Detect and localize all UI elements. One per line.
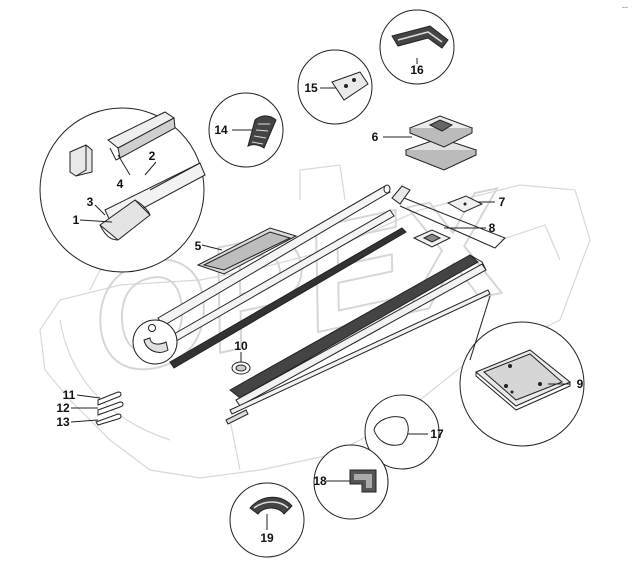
part-6-pads xyxy=(404,115,478,171)
detail-circle-16 xyxy=(379,9,455,85)
callout-12: 12 xyxy=(56,401,70,415)
callout-13: 13 xyxy=(56,415,70,429)
detail-circle-18 xyxy=(313,444,389,520)
detail-circle-1-4 xyxy=(39,107,206,273)
part-5-pad xyxy=(196,227,298,275)
parts-11-13-clips xyxy=(95,391,124,426)
callout-17: 17 xyxy=(430,427,444,441)
callout-1: 1 xyxy=(73,213,80,227)
detail-circle-15 xyxy=(297,49,373,125)
corner-mark: -- xyxy=(622,2,628,12)
long-rails xyxy=(157,184,506,425)
callout-14: 14 xyxy=(214,123,228,137)
callout-2: 2 xyxy=(149,149,156,163)
callout-4: 4 xyxy=(117,177,124,191)
part-8-plate xyxy=(412,229,452,248)
callout-6: 6 xyxy=(372,130,379,144)
callout-5: 5 xyxy=(195,239,202,253)
part-10-grommet xyxy=(231,361,251,375)
callout-18: 18 xyxy=(313,474,327,488)
callout-16: 16 xyxy=(410,63,424,77)
part-7-plate xyxy=(446,195,484,213)
callout-15: 15 xyxy=(304,81,318,95)
callout-3: 3 xyxy=(87,195,94,209)
callout-19: 19 xyxy=(260,531,274,545)
callout-11: 11 xyxy=(63,388,76,402)
detail-circle-9 xyxy=(459,321,585,447)
rail-end-detail-circle xyxy=(132,319,178,365)
callout-8: 8 xyxy=(489,221,496,235)
detail-circle-17 xyxy=(364,394,440,470)
callout-9: 9 xyxy=(577,377,584,391)
callout-10: 10 xyxy=(234,339,248,353)
callout-7: 7 xyxy=(499,195,506,209)
